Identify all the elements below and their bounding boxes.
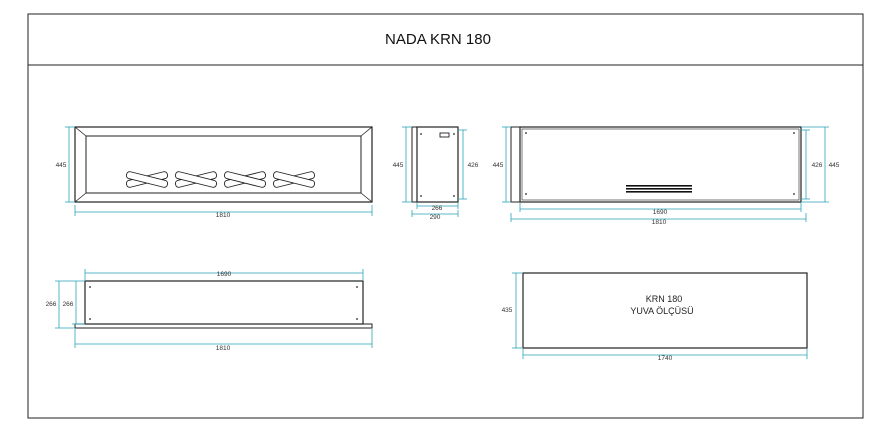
log-pair-4	[272, 171, 316, 188]
back-right-outer-height-dimension	[801, 126, 829, 203]
top-outer-depth-label: 266	[46, 301, 57, 308]
bottom-width-dimension	[74, 329, 373, 348]
side-left-height-label: 445	[393, 162, 404, 169]
top-body	[84, 280, 364, 325]
side-outer-width-label: 290	[430, 214, 441, 221]
log-pair-1	[125, 171, 169, 188]
side-inner-width-label: 266	[432, 205, 443, 212]
front-bevel-bl	[74, 192, 87, 203]
back-body	[519, 126, 802, 203]
back-right-inner-height-dimension	[801, 129, 810, 200]
niche-height-label: 435	[502, 307, 513, 314]
back-right-outer-height-label: 445	[829, 162, 840, 169]
front-outer-frame	[74, 126, 373, 203]
log-pair-3	[223, 171, 267, 188]
top-outer-depth-dimension	[55, 280, 85, 329]
log-pair-2	[174, 171, 218, 188]
side-right-height-dimension	[458, 129, 467, 200]
back-left-height-dimension	[502, 126, 511, 203]
bottom-width-label: 1810	[216, 345, 231, 352]
back-inner-width-dimension	[519, 203, 802, 212]
side-screw-points	[420, 133, 455, 197]
top-width-dimension	[84, 269, 364, 281]
drawing-title: NADA KRN 180	[385, 31, 491, 48]
back-outer-width-label: 1810	[652, 219, 667, 226]
niche-height-dimension	[512, 272, 523, 349]
front-height-label: 445	[56, 162, 67, 169]
back-outer-width-dimension	[510, 213, 807, 222]
niche-title: KRN 180	[646, 294, 683, 304]
front-view: 445 1810	[56, 126, 373, 219]
top-width-label: 1690	[217, 271, 232, 278]
niche-outline	[522, 272, 808, 349]
front-inner-opening	[85, 135, 362, 194]
back-inner-panel	[521, 128, 800, 201]
side-right-height-label: 426	[468, 162, 479, 169]
back-view: 445 426 445 1690 1810	[493, 126, 840, 226]
side-back-plate	[411, 126, 418, 203]
side-inner-width-dimension	[416, 202, 459, 209]
niche-width-dimension	[522, 349, 808, 359]
back-mount-plate	[510, 126, 521, 203]
front-bevel-tl	[74, 126, 87, 137]
front-width-dimension	[74, 205, 373, 216]
top-view: 266 266 1690 1810	[46, 269, 373, 352]
sheet-border	[27, 13, 864, 419]
top-screw-points	[89, 286, 358, 320]
top-inner-depth-dimension	[72, 281, 85, 325]
back-vent-grille	[626, 185, 692, 193]
back-inner-width-label: 1690	[653, 209, 668, 216]
firewood-log-set	[125, 171, 316, 188]
side-view: 445 426 266 290	[393, 126, 479, 221]
side-top-vent	[439, 132, 450, 138]
back-screw-points	[525, 132, 795, 195]
side-body	[416, 126, 459, 203]
front-bevel-tr	[360, 126, 373, 137]
front-width-label: 1810	[216, 212, 231, 219]
top-inner-depth-label: 266	[63, 301, 74, 308]
side-left-height-dimension	[402, 126, 412, 203]
niche-subtitle: YUVA ÖLÇÜSÜ	[630, 306, 693, 316]
niche-view: KRN 180 YUVA ÖLÇÜSÜ 435 1740	[502, 272, 808, 362]
back-right-inner-height-label: 426	[812, 162, 823, 169]
niche-width-label: 1740	[658, 355, 673, 362]
side-outer-width-dimension	[411, 210, 459, 217]
front-height-dimension	[65, 126, 75, 203]
back-left-height-label: 445	[493, 162, 504, 169]
front-bevel-br	[360, 192, 373, 203]
top-front-ledge	[74, 323, 373, 329]
